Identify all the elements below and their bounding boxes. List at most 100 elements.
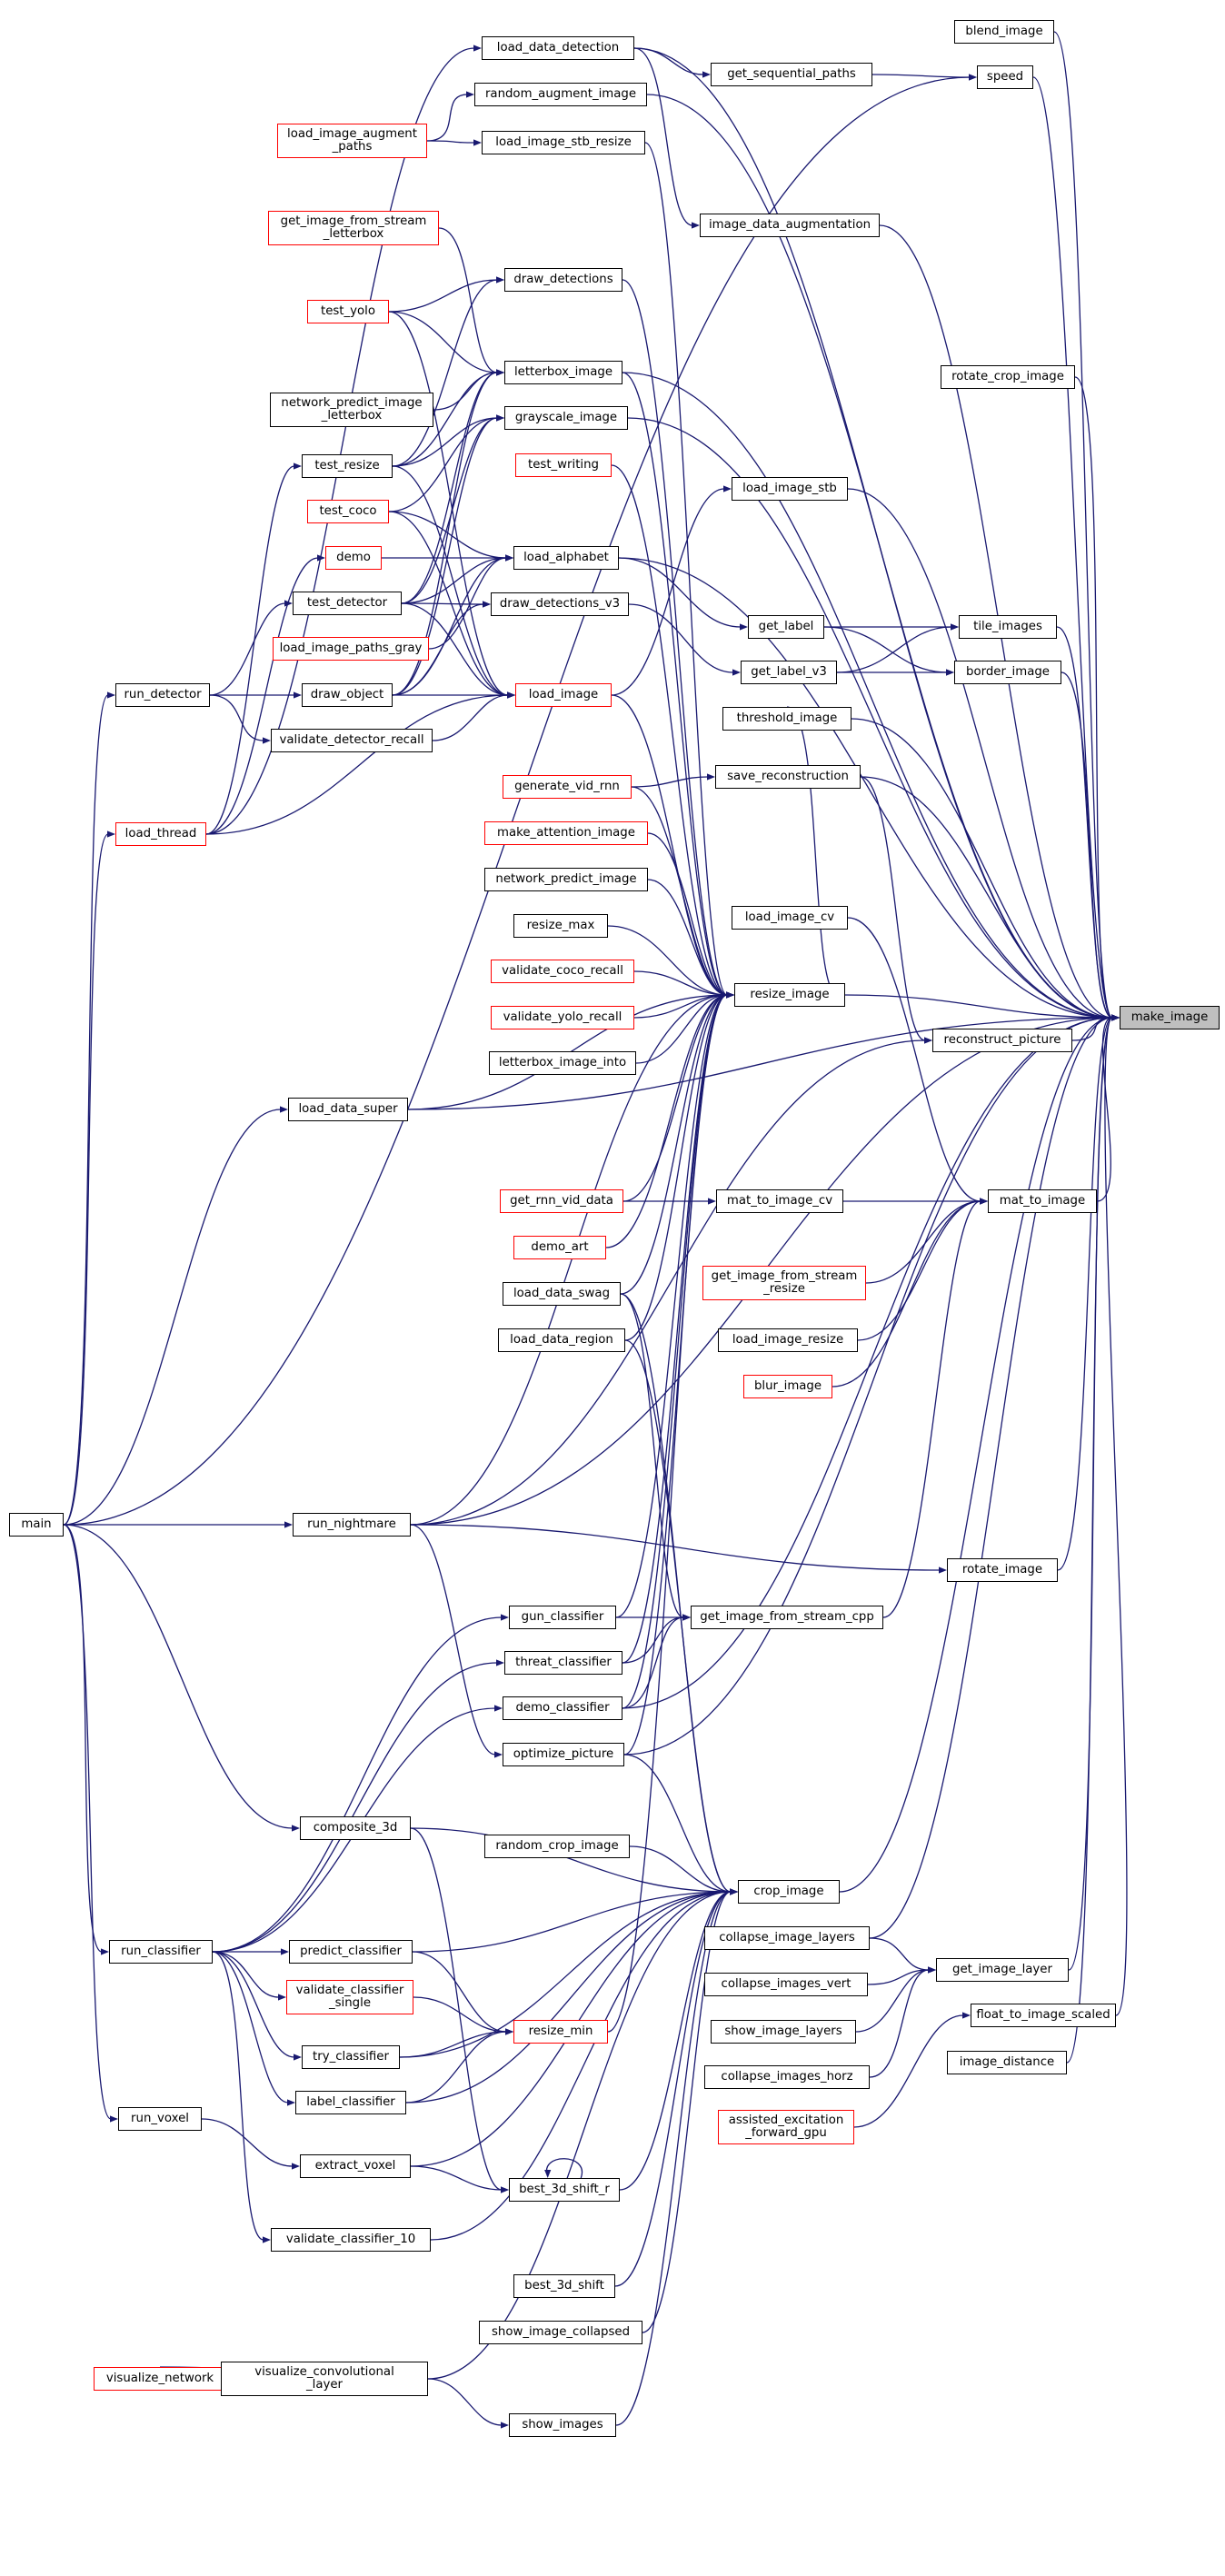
node-optimize-picture[interactable]: optimize_picture bbox=[503, 1743, 624, 1766]
node-draw-detections-v3[interactable]: draw_detections_v3 bbox=[491, 592, 629, 616]
node-crop-image[interactable]: crop_image bbox=[738, 1880, 840, 1904]
node-validate-yolo-recall[interactable]: validate_yolo_recall bbox=[491, 1006, 634, 1029]
edge-load-image-augment-paths-to-random-augment-image bbox=[426, 94, 468, 142]
node-best-3d-shift-r[interactable]: best_3d_shift_r bbox=[509, 2178, 620, 2202]
node-load-image-cv[interactable]: load_image_cv bbox=[732, 906, 848, 930]
node-image-distance[interactable]: image_distance bbox=[947, 2051, 1067, 2074]
node-get-image-layer[interactable]: get_image_layer bbox=[936, 1958, 1069, 1982]
node-label-classifier[interactable]: label_classifier bbox=[295, 2091, 406, 2114]
node-draw-object[interactable]: draw_object bbox=[302, 683, 393, 707]
node-run-classifier[interactable]: run_classifier bbox=[109, 1940, 213, 1964]
node-load-image-resize[interactable]: load_image_resize bbox=[718, 1328, 858, 1352]
node-make-image[interactable]: make_image bbox=[1120, 1006, 1220, 1029]
node-validate-coco-recall[interactable]: validate_coco_recall bbox=[491, 960, 634, 983]
node-try-classifier[interactable]: try_classifier bbox=[302, 2045, 400, 2069]
node-rotate-crop-image[interactable]: rotate_crop_image bbox=[941, 365, 1075, 389]
node-composite-3d[interactable]: composite_3d bbox=[300, 1816, 411, 1840]
node-test-writing[interactable]: test_writing bbox=[515, 453, 612, 477]
node-demo-classifier[interactable]: demo_classifier bbox=[503, 1696, 622, 1720]
node-show-images[interactable]: show_images bbox=[509, 2413, 616, 2437]
node-collapse-images-horz[interactable]: collapse_images_horz bbox=[704, 2065, 870, 2089]
node-load-image-augment-paths[interactable]: load_image_augment_paths bbox=[277, 124, 427, 158]
node-save-reconstruction[interactable]: save_reconstruction bbox=[715, 765, 861, 789]
node-load-data-region[interactable]: load_data_region bbox=[498, 1328, 625, 1352]
node-tile-images[interactable]: tile_images bbox=[959, 615, 1057, 639]
node-predict-classifier[interactable]: predict_classifier bbox=[289, 1940, 413, 1964]
node-get-image-from-stream-letterbox[interactable]: get_image_from_stream_letterbox bbox=[268, 211, 439, 245]
node-float-to-image-scaled[interactable]: float_to_image_scaled bbox=[971, 2004, 1116, 2027]
node-draw-detections[interactable]: draw_detections bbox=[504, 268, 622, 292]
node-visualize-network[interactable]: visualize_network bbox=[94, 2367, 226, 2391]
node-letterbox-image[interactable]: letterbox_image bbox=[504, 361, 622, 384]
node-get-sequential-paths[interactable]: get_sequential_paths bbox=[711, 63, 872, 86]
node-make-attention-image[interactable]: make_attention_image bbox=[484, 821, 648, 845]
node-assisted-excitation-forward-gpu[interactable]: assisted_excitation_forward_gpu bbox=[718, 2110, 854, 2144]
node-threshold-image[interactable]: threshold_image bbox=[722, 707, 852, 731]
node-letterbox-image-into[interactable]: letterbox_image_into bbox=[489, 1051, 636, 1075]
node-collapse-image-layers[interactable]: collapse_image_layers bbox=[704, 1926, 870, 1950]
node-test-yolo[interactable]: test_yolo bbox=[307, 300, 389, 323]
node-extract-voxel[interactable]: extract_voxel bbox=[300, 2154, 411, 2178]
node-gun-classifier[interactable]: gun_classifier bbox=[509, 1606, 616, 1629]
node-load-image[interactable]: load_image bbox=[515, 683, 612, 707]
node-load-image-stb[interactable]: load_image_stb bbox=[732, 477, 848, 501]
node-show-image-layers[interactable]: show_image_layers bbox=[711, 2020, 856, 2044]
node-main[interactable]: main bbox=[9, 1513, 64, 1537]
edge-visualize-convolutional-layer-to-crop-image bbox=[427, 1891, 732, 2380]
node-demo[interactable]: demo bbox=[325, 546, 382, 570]
node-threat-classifier[interactable]: threat_classifier bbox=[504, 1651, 622, 1675]
node-load-data-detection[interactable]: load_data_detection bbox=[482, 36, 634, 60]
node-reconstruct-picture[interactable]: reconstruct_picture bbox=[932, 1029, 1072, 1052]
edge-validate-detector-recall-to-load-image bbox=[432, 694, 509, 741]
node-network-predict-image[interactable]: network_predict_image bbox=[484, 868, 648, 891]
node-load-image-stb-resize[interactable]: load_image_stb_resize bbox=[482, 131, 645, 154]
node-load-data-super[interactable]: load_data_super bbox=[288, 1098, 408, 1121]
node-mat-to-image-cv[interactable]: mat_to_image_cv bbox=[716, 1189, 843, 1213]
node-get-rnn-vid-data[interactable]: get_rnn_vid_data bbox=[500, 1189, 623, 1213]
node-validate-classifier-single[interactable]: validate_classifier_single bbox=[286, 1980, 413, 2014]
node-visualize-convolutional-layer[interactable]: visualize_convolutional_layer bbox=[221, 2362, 428, 2396]
node-speed[interactable]: speed bbox=[977, 65, 1033, 89]
node-network-predict-image-letterbox[interactable]: network_predict_image_letterbox bbox=[270, 393, 433, 427]
node-blur-image[interactable]: blur_image bbox=[743, 1375, 832, 1398]
node-validate-classifier-10[interactable]: validate_classifier_10 bbox=[271, 2228, 431, 2252]
node-load-thread[interactable]: load_thread bbox=[115, 822, 206, 846]
edge-save-reconstruction-to-make-image bbox=[860, 776, 1113, 1019]
edge-get-image-from-stream-cpp-to-mat-to-image bbox=[882, 1200, 981, 1618]
node-border-image[interactable]: border_image bbox=[954, 661, 1061, 684]
node-rotate-image[interactable]: rotate_image bbox=[947, 1558, 1058, 1582]
node-grayscale-image[interactable]: grayscale_image bbox=[504, 406, 628, 430]
edge-arrowhead bbox=[707, 773, 715, 781]
node-get-image-from-stream-resize[interactable]: get_image_from_stream_resize bbox=[702, 1266, 866, 1300]
node-test-detector[interactable]: test_detector bbox=[293, 592, 402, 615]
node-resize-max[interactable]: resize_max bbox=[513, 914, 608, 938]
node-run-nightmare[interactable]: run_nightmare bbox=[293, 1513, 411, 1537]
node-generate-vid-rnn[interactable]: generate_vid_rnn bbox=[503, 775, 632, 799]
edge-composite-3d-to-crop-image bbox=[410, 1827, 732, 1893]
edge-arrowhead bbox=[951, 623, 959, 631]
node-resize-image[interactable]: resize_image bbox=[734, 983, 845, 1007]
node-best-3d-shift[interactable]: best_3d_shift bbox=[513, 2274, 615, 2298]
node-get-image-from-stream-cpp[interactable]: get_image_from_stream_cpp bbox=[691, 1606, 883, 1629]
node-show-image-collapsed[interactable]: show_image_collapsed bbox=[479, 2321, 642, 2344]
node-mat-to-image[interactable]: mat_to_image bbox=[988, 1189, 1097, 1213]
node-run-voxel[interactable]: run_voxel bbox=[118, 2107, 202, 2131]
node-random-augment-image[interactable]: random_augment_image bbox=[474, 83, 647, 106]
node-get-label[interactable]: get_label bbox=[748, 615, 824, 639]
node-resize-min[interactable]: resize_min bbox=[513, 2020, 608, 2044]
edge-arrowhead bbox=[505, 2028, 513, 2035]
node-get-label-v3[interactable]: get_label_v3 bbox=[741, 661, 837, 684]
edge-main-to-speed bbox=[63, 76, 971, 1526]
node-load-image-paths-gray[interactable]: load_image_paths_gray bbox=[273, 637, 429, 661]
node-load-alphabet[interactable]: load_alphabet bbox=[513, 546, 619, 570]
node-load-data-swag[interactable]: load_data_swag bbox=[503, 1282, 621, 1306]
node-validate-detector-recall[interactable]: validate_detector_recall bbox=[271, 729, 433, 752]
node-blend-image[interactable]: blend_image bbox=[954, 20, 1054, 44]
node-collapse-images-vert[interactable]: collapse_images_vert bbox=[704, 1973, 868, 1996]
node-image-data-augmentation[interactable]: image_data_augmentation bbox=[700, 214, 880, 237]
node-run-detector[interactable]: run_detector bbox=[115, 683, 210, 707]
node-test-coco[interactable]: test_coco bbox=[307, 500, 389, 523]
node-demo-art[interactable]: demo_art bbox=[513, 1236, 606, 1259]
node-random-crop-image[interactable]: random_crop_image bbox=[484, 1835, 630, 1858]
node-test-resize[interactable]: test_resize bbox=[302, 454, 393, 478]
